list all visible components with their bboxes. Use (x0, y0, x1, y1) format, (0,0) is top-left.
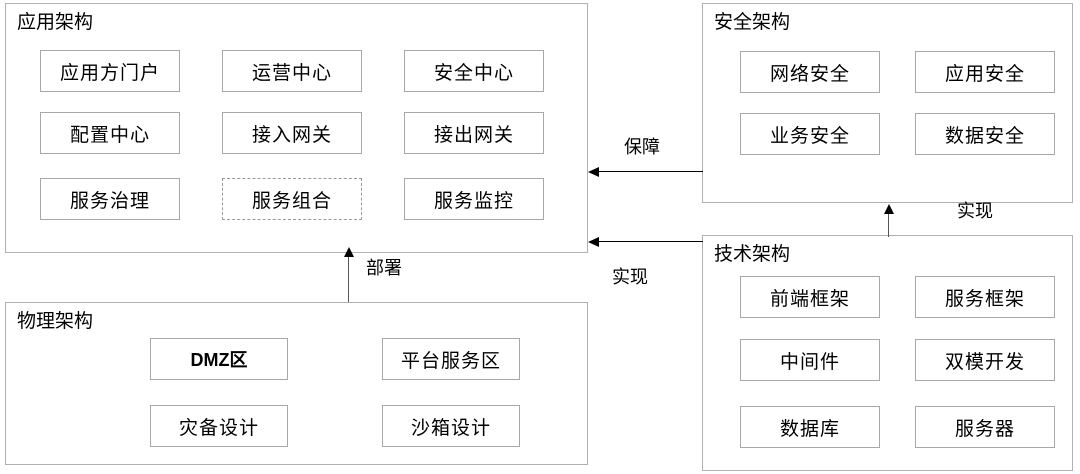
node-platform-service-zone[interactable]: 平台服务区 (382, 338, 520, 380)
node-ingress-gateway[interactable]: 接入网关 (222, 112, 362, 154)
connector-line-technical-to-application (599, 241, 703, 242)
node-operation-center[interactable]: 运营中心 (222, 50, 362, 92)
node-service-governance[interactable]: 服务治理 (40, 178, 180, 220)
arrow-head-physical-to-application (344, 247, 354, 257)
panel-title-physical: 物理架构 (17, 311, 94, 332)
arrow-head-technical-to-security (884, 204, 894, 214)
node-dmz-zone[interactable]: DMZ区 (150, 338, 288, 380)
arrow-head-security-to-application (588, 167, 599, 177)
node-service-monitoring[interactable]: 服务监控 (404, 178, 544, 220)
node-disaster-recovery-design[interactable]: 灾备设计 (150, 405, 288, 447)
node-security-center[interactable]: 安全中心 (404, 50, 544, 92)
node-application-portal[interactable]: 应用方门户 (40, 50, 180, 92)
node-service-framework[interactable]: 服务框架 (915, 276, 1055, 318)
connector-label-shixian-technical: 实现 (612, 267, 648, 287)
node-data-security[interactable]: 数据安全 (915, 113, 1055, 155)
node-egress-gateway[interactable]: 接出网关 (404, 112, 544, 154)
node-business-security[interactable]: 业务安全 (740, 113, 880, 155)
connector-label-baozhang: 保障 (624, 137, 660, 157)
connector-line-security-to-application (599, 171, 703, 172)
node-sandbox-design[interactable]: 沙箱设计 (382, 405, 520, 447)
arrow-head-technical-to-application (588, 237, 599, 247)
connector-label-shixian-security: 实现 (957, 201, 993, 221)
panel-security-architecture: 安全架构 (702, 3, 1073, 203)
connector-line-physical-to-application (348, 256, 349, 302)
node-network-security[interactable]: 网络安全 (740, 51, 880, 93)
node-service-composition[interactable]: 服务组合 (222, 178, 362, 220)
node-config-center[interactable]: 配置中心 (40, 112, 180, 154)
connector-label-bushu: 部署 (366, 258, 402, 278)
node-application-security[interactable]: 应用安全 (915, 51, 1055, 93)
node-frontend-framework[interactable]: 前端框架 (740, 276, 880, 318)
node-database[interactable]: 数据库 (740, 406, 880, 448)
node-middleware[interactable]: 中间件 (740, 339, 880, 381)
panel-title-security: 安全架构 (714, 12, 791, 33)
connector-line-technical-to-security (888, 213, 889, 237)
panel-title-technical: 技术架构 (714, 244, 791, 265)
panel-title-application: 应用架构 (17, 12, 94, 33)
node-server[interactable]: 服务器 (915, 406, 1055, 448)
node-dual-mode-development[interactable]: 双模开发 (915, 339, 1055, 381)
